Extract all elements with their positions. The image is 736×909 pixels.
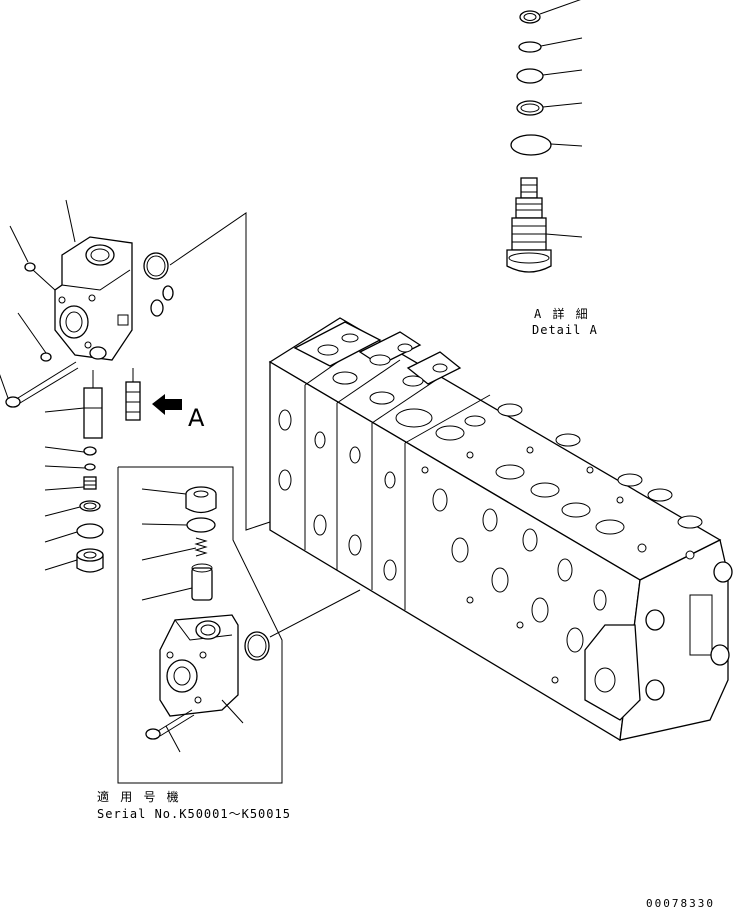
box-bolt: [145, 709, 195, 753]
box-plug: [141, 486, 217, 514]
housing-bolt-small-1: [9, 225, 56, 291]
box-o-ring: [244, 631, 270, 661]
left-small-o-ring: [44, 446, 97, 456]
serial-box-outline: [117, 466, 283, 784]
serial-box-leader: [269, 589, 361, 638]
detail-a-label-jp: A 詳 細: [534, 306, 590, 321]
detail-a-ring-1: [519, 0, 581, 24]
assembly-leader-line: [169, 212, 271, 531]
serial-label-jp: 適 用 号 機: [97, 789, 181, 804]
box-spring: [141, 537, 208, 561]
upper-valve-housing: [54, 199, 133, 361]
detail-a-ring-4: [516, 100, 583, 116]
left-plug: [44, 548, 104, 573]
main-control-valve-block: [268, 317, 733, 742]
view-arrow-icon: [152, 394, 182, 415]
left-backup-ring: [44, 523, 104, 543]
upper-o-ring-large: [143, 252, 169, 280]
view-arrow-label: A: [188, 404, 205, 432]
box-spool: [141, 563, 213, 601]
housing-bolt-small-2: [17, 312, 52, 362]
detail-a-group: A 詳 細 Detail A: [506, 0, 598, 337]
detail-a-ring-5: [510, 134, 583, 156]
left-spool: [44, 370, 103, 439]
detail-a-cartridge: [506, 177, 583, 273]
long-bolt: [0, 361, 79, 408]
box-valve-housing: [159, 614, 244, 724]
left-spring: [44, 476, 97, 491]
detail-a-ring-3: [516, 68, 583, 84]
serial-label-en: Serial No.K50001～K50015: [97, 807, 291, 821]
detail-a-label-en: Detail A: [532, 323, 598, 337]
upper-o-ring-small: [150, 285, 174, 317]
left-ring: [44, 463, 96, 471]
box-backup-ring: [141, 517, 216, 533]
detail-a-ring-2: [518, 37, 583, 53]
left-seat-ring: [44, 500, 101, 517]
drawing-number: 00078330: [646, 897, 715, 909]
upper-cartridge: [125, 368, 141, 421]
